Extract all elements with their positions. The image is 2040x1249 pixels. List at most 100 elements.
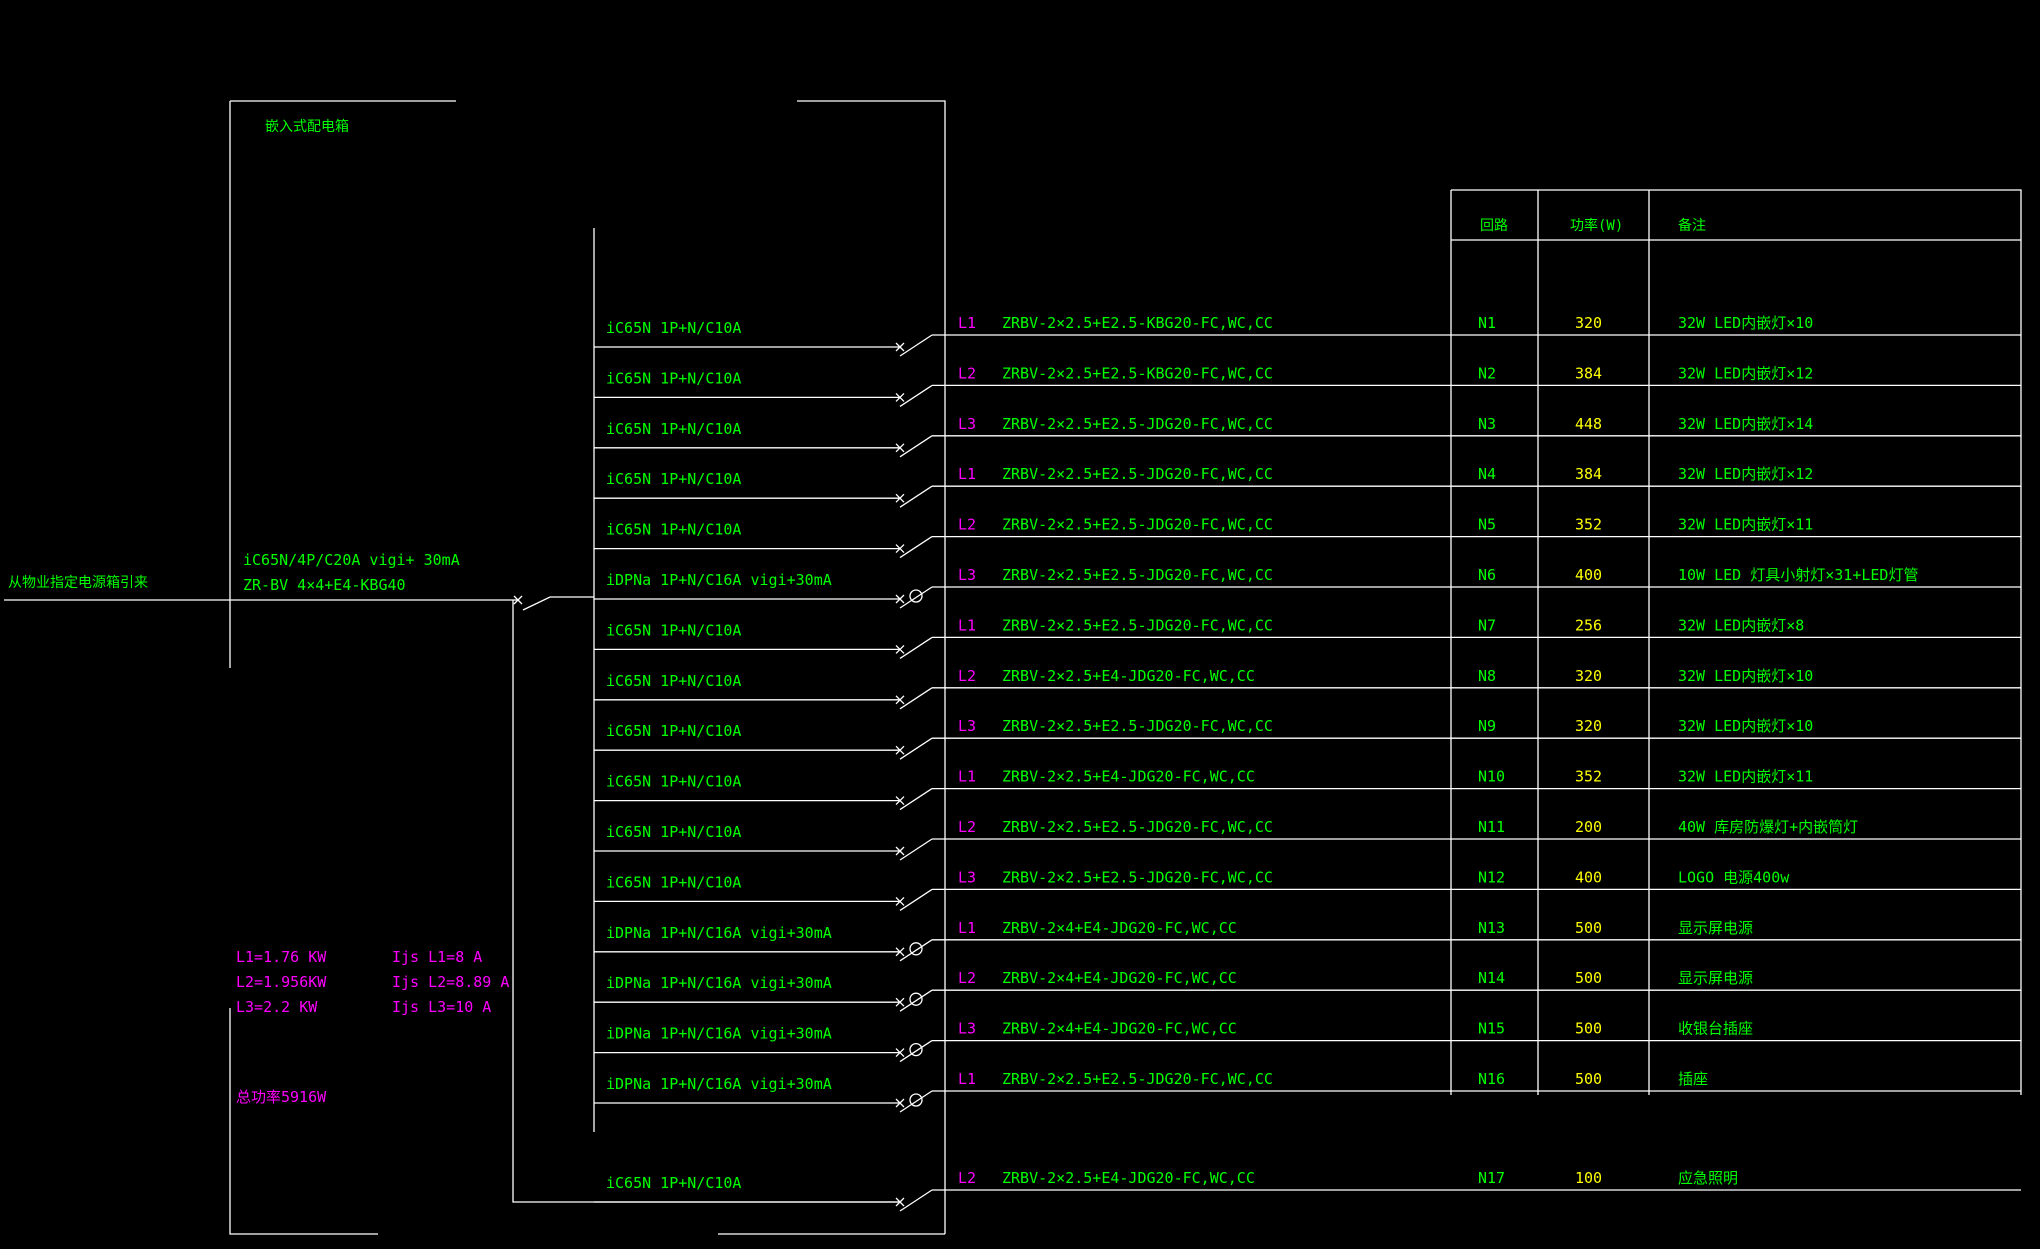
circuit-id: N12	[1478, 868, 1505, 886]
phase-label: L1	[958, 919, 976, 937]
rcd-circle-icon	[909, 992, 923, 1006]
circuit-power: 400	[1575, 868, 1602, 886]
switch-blade	[899, 838, 933, 861]
phase-label: L1	[958, 616, 976, 634]
switch-blade	[899, 586, 933, 609]
phase-label: L3	[958, 1020, 976, 1038]
l3-current: Ijs L3=10 A	[392, 998, 491, 1016]
circuit-power: 384	[1575, 465, 1602, 483]
cable-label: ZRBV-2×2.5+E2.5-JDG20-FC,WC,CC	[1002, 465, 1273, 483]
circuit-table-frame	[1450, 189, 2022, 1095]
cable-label: ZRBV-2×2.5+E4-JDG20-FC,WC,CC	[1002, 768, 1255, 786]
cable-label: ZRBV-2×2.5+E2.5-JDG20-FC,WC,CC	[1002, 415, 1273, 433]
circuit-remark: 插座	[1678, 1070, 1708, 1088]
breaker-label: iDPNa 1P+N/C16A vigi+30mA	[606, 571, 832, 589]
breaker-cross-icon	[895, 644, 905, 654]
box-frame	[229, 100, 946, 1235]
switch-blade	[899, 1090, 933, 1113]
switch-blade	[899, 384, 933, 407]
rcd-circle-icon	[909, 942, 923, 956]
branch-circuits: iC65N 1P+N/C10A L1 ZRBV-2×2.5+E2.5-KBG20-F…	[594, 314, 2021, 1212]
circuit-remark: 32W LED内嵌灯×10	[1678, 717, 1813, 735]
rcd-circle-icon	[909, 1042, 923, 1057]
breaker-label: iDPNa 1P+N/C16A vigi+30mA	[606, 1075, 832, 1093]
cable-label: ZRBV-2×4+E4-JDG20-FC,WC,CC	[1002, 969, 1237, 987]
cable-label: ZRBV-2×2.5+E2.5-JDG20-FC,WC,CC	[1002, 566, 1273, 584]
circuit-remark: 32W LED内嵌灯×10	[1678, 667, 1813, 685]
cable-label: ZRBV-2×4+E4-JDG20-FC,WC,CC	[1002, 1020, 1237, 1038]
breaker-label: iC65N 1P+N/C10A	[606, 773, 741, 791]
circuit-power: 500	[1575, 1070, 1602, 1088]
breaker-label: iC65N 1P+N/C10A	[606, 873, 741, 891]
phase-label: L3	[958, 566, 976, 584]
l3-power: L3=2.2 KW	[236, 998, 318, 1016]
cable-label: ZRBV-2×2.5+E2.5-KBG20-FC,WC,CC	[1002, 314, 1273, 332]
cable-label: ZRBV-2×2.5+E2.5-JDG20-FC,WC,CC	[1002, 868, 1273, 886]
total-power: 总功率5916W	[236, 1088, 327, 1106]
circuit-remark: 32W LED内嵌灯×8	[1678, 616, 1804, 634]
circuit-remark: 32W LED内嵌灯×11	[1678, 768, 1813, 786]
cable-label: ZRBV-2×2.5+E4-JDG20-FC,WC,CC	[1002, 667, 1255, 685]
switch-blade	[899, 485, 933, 508]
phase-label: L3	[958, 415, 976, 433]
breaker-label: iDPNa 1P+N/C16A vigi+30mA	[606, 1025, 832, 1043]
switch-blade	[899, 1040, 933, 1063]
circuit-power: 400	[1575, 566, 1602, 584]
breaker-cross-icon	[895, 947, 905, 957]
switch-blade	[899, 687, 933, 710]
switch-blade	[899, 888, 933, 911]
circuit-power: 100	[1575, 1169, 1602, 1187]
breaker-cross-icon	[895, 443, 905, 453]
l2-power: L2=1.956KW	[236, 973, 327, 991]
phase-summary: L1=1.76 KW L2=1.956KW L3=2.2 KW Ijs L1=8…	[236, 948, 509, 1106]
header-remark: 备注	[1678, 217, 1706, 234]
circuit-id: N8	[1478, 667, 1496, 685]
circuit-id: N16	[1478, 1070, 1505, 1088]
circuit-id: N2	[1478, 364, 1496, 382]
phase-label: L2	[958, 818, 976, 836]
incoming-source-label: 从物业指定电源箱引来	[8, 575, 148, 591]
breaker-cross-icon	[895, 493, 905, 503]
circuit-id: N1	[1478, 314, 1496, 332]
breaker-cross-icon	[895, 997, 905, 1007]
breaker-label: iC65N 1P+N/C10A	[606, 672, 741, 690]
switch-blade	[899, 636, 933, 659]
switch-blade	[899, 435, 933, 458]
breaker-cross-icon	[895, 896, 905, 906]
circuit-power: 320	[1575, 314, 1602, 332]
circuit-power: 384	[1575, 364, 1602, 382]
circuit-id: N17	[1478, 1169, 1505, 1187]
breaker-label: iDPNa 1P+N/C16A vigi+30mA	[606, 924, 832, 942]
circuit-power: 500	[1575, 969, 1602, 987]
circuit-power: 500	[1575, 1020, 1602, 1038]
circuit-id: N6	[1478, 566, 1496, 584]
switch-blade	[899, 536, 933, 559]
switch-blade	[899, 939, 933, 962]
circuit-id: N13	[1478, 919, 1505, 937]
breaker-cross-icon	[895, 695, 905, 705]
circuit-power: 200	[1575, 818, 1602, 836]
l1-power: L1=1.76 KW	[236, 948, 327, 966]
circuit-remark: 收银台插座	[1678, 1020, 1753, 1038]
header-circuit: 回路	[1480, 218, 1508, 234]
breaker-label: iC65N 1P+N/C10A	[606, 420, 741, 438]
breaker-label: iC65N 1P+N/C10A	[606, 521, 741, 539]
breaker-label: iC65N 1P+N/C10A	[606, 369, 741, 387]
phase-label: L1	[958, 465, 976, 483]
breaker-label: iC65N 1P+N/C10A	[606, 722, 741, 740]
switch-blade	[899, 1189, 933, 1212]
breaker-cross-icon	[895, 392, 905, 402]
circuit-id: N10	[1478, 768, 1505, 786]
